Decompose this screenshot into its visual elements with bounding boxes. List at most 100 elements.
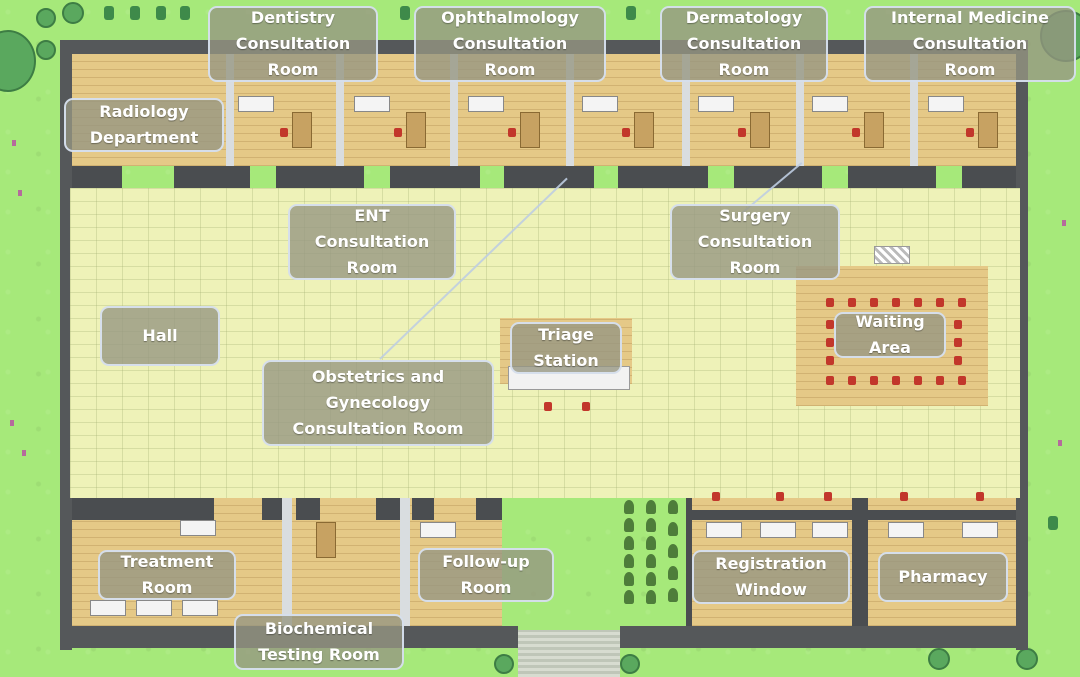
room-divider [796,54,804,166]
shelf-icon [238,96,274,112]
chair-icon [824,492,832,501]
room-label-radiology[interactable]: Radiology Department [64,98,224,152]
bottom-rooms-wall [476,498,502,520]
plant-icon [668,566,678,580]
shelf-icon [468,96,504,112]
room-label-followup[interactable]: Follow-up Room [418,548,554,602]
room-label-registration[interactable]: Registration Window [692,550,850,604]
chair-icon [936,376,944,385]
counter-wall [868,510,1016,520]
flower-icon [18,190,22,196]
chair-icon [622,128,630,137]
plant-icon [646,518,656,532]
chair-icon [848,376,856,385]
top-rooms-wall [618,166,708,188]
tree-icon [1016,648,1038,670]
top-rooms-wall [734,166,822,188]
chair-icon [900,492,908,501]
chair-icon [738,128,746,137]
room-label-pharmacy[interactable]: Pharmacy [878,552,1008,602]
tree-icon [62,2,84,24]
room-divider [400,498,410,626]
top-rooms-wall [72,166,122,188]
top-rooms-wall [504,166,594,188]
plant-icon [624,572,634,586]
cactus-icon [180,6,190,20]
plant-icon [646,590,656,604]
chair-icon [936,298,944,307]
chair-icon [958,298,966,307]
room-label-triage[interactable]: Triage Station [510,322,622,374]
plant-icon [624,500,634,514]
chair-icon [826,356,834,365]
room-divider [686,498,692,626]
cactus-icon [130,6,140,20]
computer-icon [420,522,456,538]
computer-icon [706,522,742,538]
bottom-rooms-wall [262,498,286,520]
top-rooms-wall [390,166,480,188]
room-divider [336,54,344,166]
chair-icon [826,338,834,347]
chair-icon [954,338,962,347]
room-label-dermatology[interactable]: Dermatology Consultation Room [660,6,828,82]
chair-icon [848,298,856,307]
room-divider [450,54,458,166]
cactus-icon [1048,516,1058,530]
bed-icon [90,600,126,616]
room-label-waiting[interactable]: Waiting Area [834,312,946,358]
room-label-hall[interactable]: Hall [100,306,220,366]
chair-icon [954,356,962,365]
bottom-rooms-wall [72,498,214,520]
plant-icon [624,554,634,568]
desk-icon [864,112,884,148]
room-label-treatment[interactable]: Treatment Room [98,550,236,600]
desk-icon [406,112,426,148]
top-rooms-wall [848,166,936,188]
computer-icon [812,522,848,538]
room-divider [282,498,292,626]
flower-icon [1062,220,1066,226]
shelf-icon [928,96,964,112]
cactus-icon [104,6,114,20]
chair-icon [852,128,860,137]
top-rooms-wall [276,166,364,188]
chair-icon [966,128,974,137]
top-rooms-wall [174,166,250,188]
flower-icon [22,450,26,456]
tree-icon [928,648,950,670]
outer-wall-bottom-right [620,626,1028,648]
plant-icon [668,544,678,558]
bottom-rooms-wall [376,498,402,520]
room-label-surgery[interactable]: Surgery Consultation Room [670,204,840,280]
top-rooms-wall [962,166,1016,188]
desk-icon [634,112,654,148]
bed-icon [182,600,218,616]
plant-icon [624,536,634,550]
plant-icon [646,500,656,514]
outer-wall-left [60,40,72,650]
room-divider [852,498,868,626]
room-label-dentistry[interactable]: Dentistry Consultation Room [208,6,378,82]
room-divider [910,54,918,166]
entrance-path [518,630,620,677]
room-label-ent[interactable]: ENT Consultation Room [288,204,456,280]
cactus-icon [156,6,166,20]
bed-icon [136,600,172,616]
flower-icon [10,420,14,426]
cactus-icon [400,6,410,20]
chair-icon [394,128,402,137]
plant-icon [624,518,634,532]
plant-icon [668,500,678,514]
computer-icon [760,522,796,538]
computer-icon [962,522,998,538]
room-label-ophthalmology[interactable]: Ophthalmology Consultation Room [414,6,606,82]
room-label-obgyn[interactable]: Obstetrics and Gynecology Consultation R… [262,360,494,446]
plant-icon [668,522,678,536]
room-divider [682,54,690,166]
chair-icon [776,492,784,501]
room-label-biochemical[interactable]: Biochemical Testing Room [234,614,404,670]
chair-icon [826,320,834,329]
room-label-internal-medicine[interactable]: Internal Medicine Consultation Room [864,6,1076,82]
